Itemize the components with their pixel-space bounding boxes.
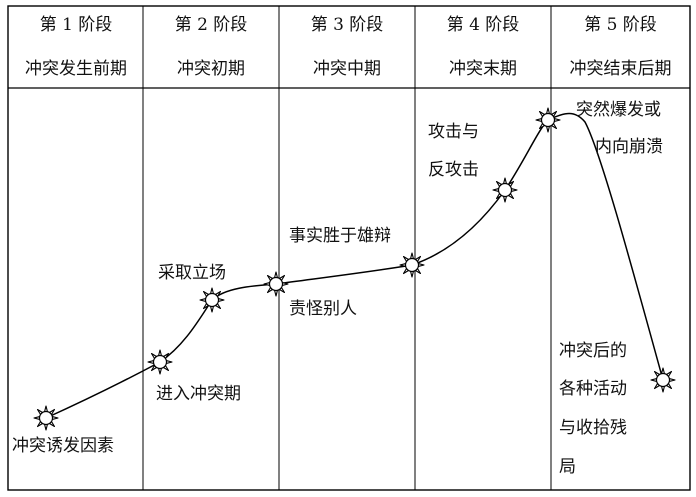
- label-blame: 责怪别人: [289, 299, 357, 319]
- sun-icon: [199, 287, 225, 313]
- label-attack-1: 攻击与: [428, 122, 479, 142]
- table-frame: [7, 5, 691, 491]
- label-after-3: 与收拾残: [559, 418, 627, 438]
- label-stance: 采取立场: [158, 263, 226, 283]
- label-after-1: 冲突后的: [559, 341, 627, 361]
- sun-icon: [399, 252, 425, 278]
- label-outburst-1: 突然爆发或: [576, 100, 661, 120]
- stage-name-4: 冲突末期: [449, 59, 517, 79]
- label-facts: 事实胜于雄辩: [289, 226, 391, 246]
- sun-nodes: [33, 107, 676, 431]
- label-after-4: 局: [559, 457, 576, 477]
- stage-name-1: 冲突发生前期: [25, 59, 127, 79]
- stage-title-2: 第 2 阶段: [174, 15, 248, 35]
- stage-name-3: 冲突中期: [313, 59, 381, 79]
- sun-icon: [535, 107, 561, 133]
- label-attack-2: 反攻击: [428, 160, 479, 180]
- stage-title-1: 第 1 阶段: [39, 15, 113, 35]
- label-trigger: 冲突诱发因素: [12, 436, 114, 456]
- label-outburst-2: 内向崩溃: [595, 137, 663, 157]
- sun-icon: [650, 367, 676, 393]
- label-after-2: 各种活动: [559, 379, 627, 399]
- sun-icon: [492, 177, 518, 203]
- outer-border: [7, 5, 691, 491]
- stage-title-3: 第 3 阶段: [310, 15, 384, 35]
- label-enter: 进入冲突期: [156, 384, 241, 404]
- stage-name-5: 冲突结束后期: [569, 59, 672, 79]
- sun-icon: [147, 349, 173, 375]
- conflict-curve: [45, 112, 664, 419]
- stage-name-2: 冲突初期: [177, 59, 245, 79]
- stage-title-4: 第 4 阶段: [446, 15, 520, 35]
- stage-title-5: 第 5 阶段: [584, 15, 657, 35]
- sun-icon: [263, 271, 289, 297]
- sun-icon: [33, 405, 59, 431]
